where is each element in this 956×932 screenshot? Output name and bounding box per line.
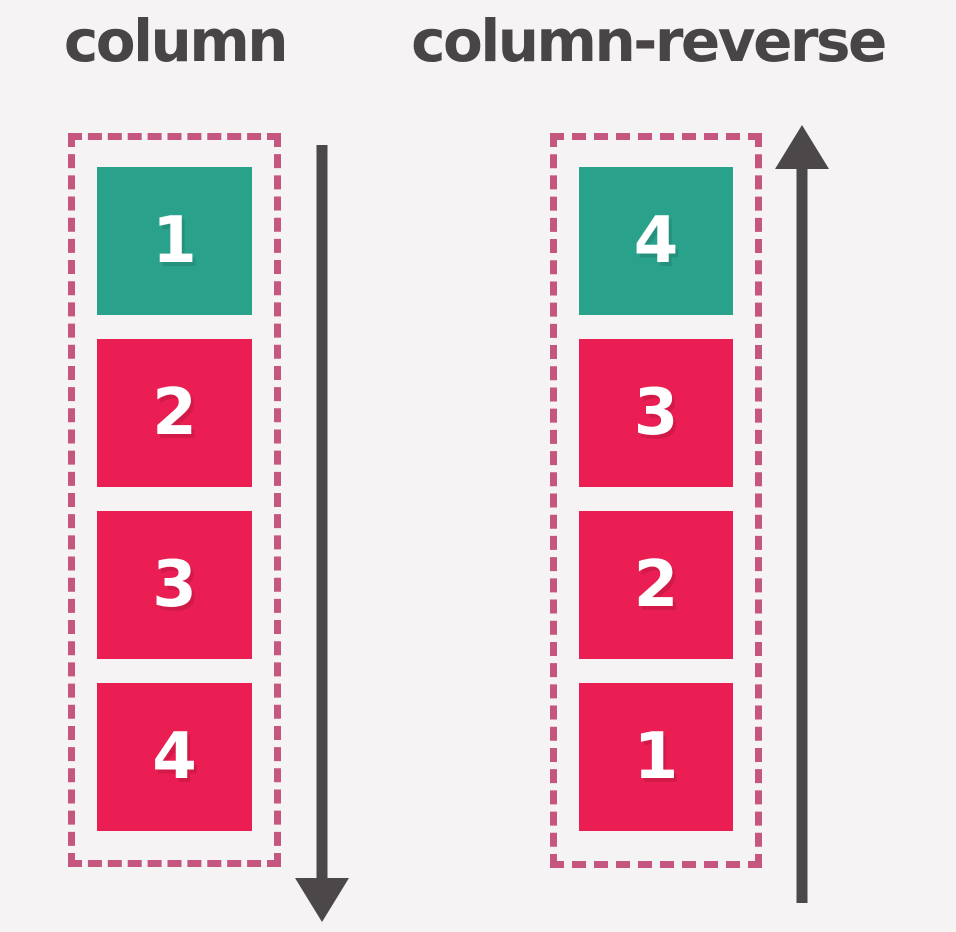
flex-item: 3 xyxy=(97,511,252,659)
flex-item: 2 xyxy=(97,339,252,487)
flex-item: 3 xyxy=(579,339,733,487)
flex-item: 4 xyxy=(97,683,252,831)
flex-container-column: 1 2 3 4 xyxy=(68,133,281,867)
panel-title-column: column xyxy=(63,7,289,75)
flex-item: 1 xyxy=(579,683,733,831)
arrow-up-icon xyxy=(773,125,831,903)
flex-container-column-reverse: 4 3 2 1 xyxy=(550,133,762,868)
flex-item: 4 xyxy=(579,167,733,315)
flex-item: 2 xyxy=(579,511,733,659)
flex-item: 1 xyxy=(97,167,252,315)
arrow-down-icon xyxy=(293,145,351,922)
panel-title-column-reverse: column-reverse xyxy=(411,7,887,75)
